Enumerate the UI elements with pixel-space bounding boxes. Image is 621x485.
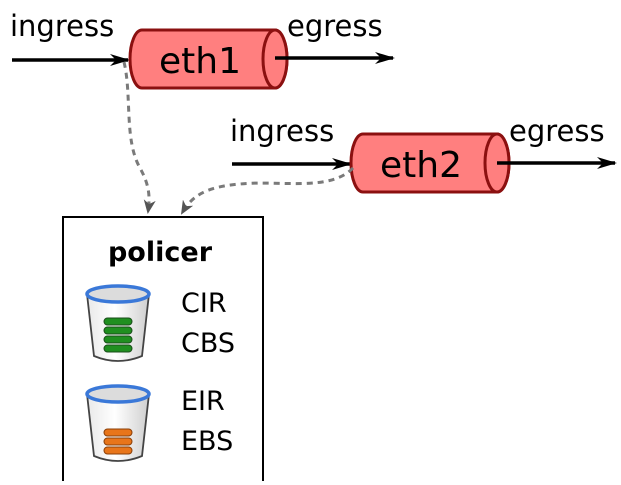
bucket-2-burst-label: EBS	[181, 426, 233, 457]
eth2-ingress-label: ingress	[230, 114, 334, 148]
bucket-2-body	[85, 393, 151, 462]
eth2-to-policer-dashed-link	[180, 166, 355, 215]
eth1-label: eth1	[159, 41, 241, 82]
policer-box: policer CIR CBS EIR EBS	[62, 216, 264, 481]
bucket-2-rim	[85, 384, 151, 404]
bucket-1-rim	[85, 284, 151, 304]
eth1-to-policer-dashed-link	[122, 61, 156, 214]
eth1-cylinder	[128, 28, 289, 90]
bucket-1-tokens	[103, 317, 133, 353]
policer-title: policer	[108, 237, 213, 268]
bucket-2-tokens	[103, 428, 133, 455]
interface-eth2: ingress eth2 egress	[230, 114, 617, 194]
orange-token-bucket-icon	[85, 384, 151, 462]
eth1-ingress-label: ingress	[10, 9, 114, 43]
bucket-2-rate-label: EIR	[181, 386, 225, 417]
eth2-egress-label: egress	[509, 114, 605, 148]
bucket-1-rate-label: CIR	[181, 288, 227, 319]
green-token-bucket-icon	[85, 284, 151, 362]
eth2-label: eth2	[380, 145, 462, 186]
interface-eth1: ingress eth1 egress	[10, 9, 395, 90]
bucket-1-burst-label: CBS	[181, 328, 235, 359]
eth1-egress-label: egress	[287, 9, 383, 43]
